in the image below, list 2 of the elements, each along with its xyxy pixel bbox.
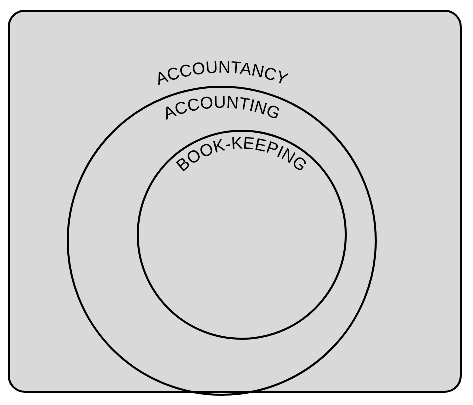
curved-label: ACCOUNTANCY [153,58,291,90]
curved-label: ACCOUNTING [160,92,284,124]
